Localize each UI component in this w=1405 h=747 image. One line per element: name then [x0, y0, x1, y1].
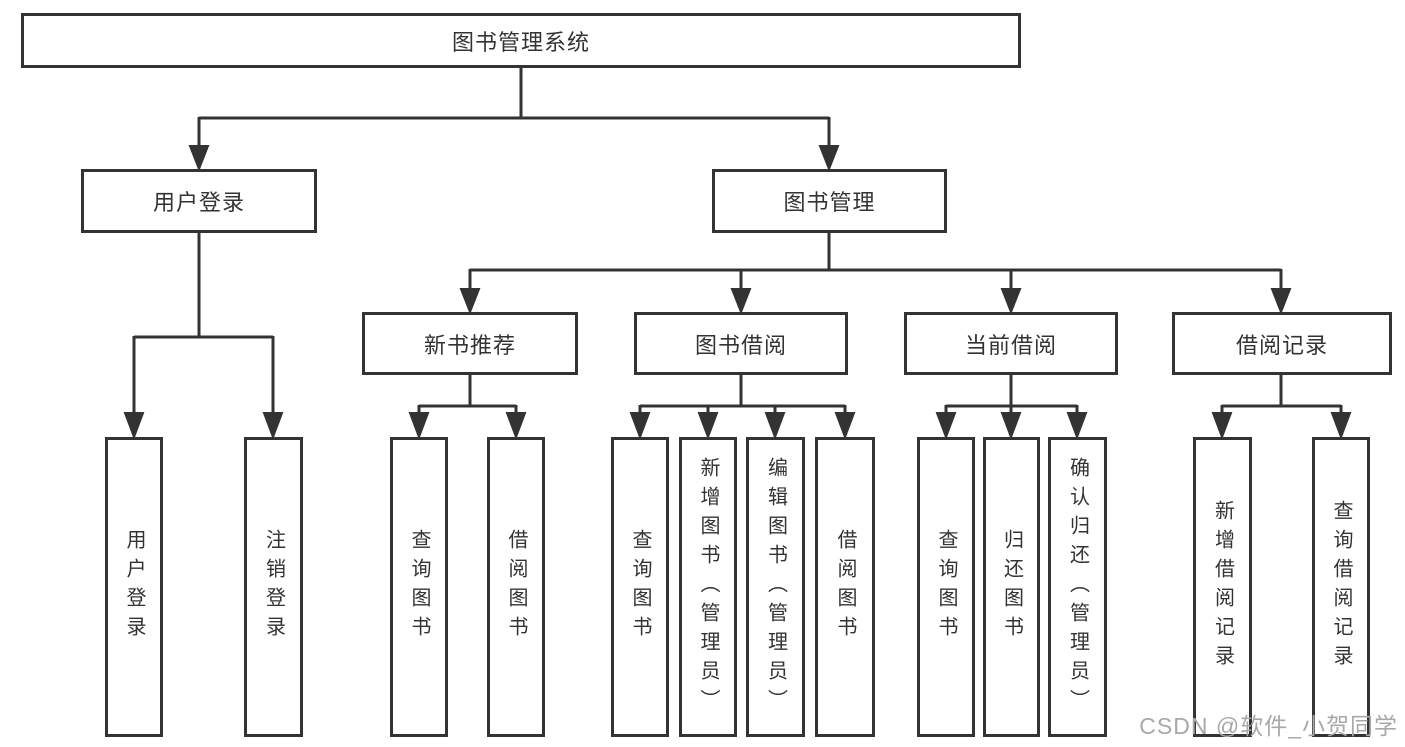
leaf-br-add-record: 新增借阅记录: [1193, 437, 1252, 737]
leaf-cb-confirm-return: 确认归还（管理员）: [1048, 437, 1107, 737]
leaf-nb-query-books-label: 查询图书: [408, 529, 430, 645]
leaf-user-login: 用户登录: [105, 437, 163, 737]
leaf-bb-query-books-label: 查询图书: [629, 529, 651, 645]
leaf-br-add-record-label: 新增借阅记录: [1211, 500, 1234, 674]
node-new-book-recommend: 新书推荐: [362, 312, 578, 375]
leaf-br-query-record: 查询借阅记录: [1312, 437, 1370, 737]
node-new-book-recommend-label: 新书推荐: [423, 332, 516, 358]
leaf-bb-add-books: 新增图书（管理员）: [679, 437, 737, 737]
leaf-cb-query-books: 查询图书: [917, 437, 975, 737]
leaf-user-login-label: 用户登录: [123, 529, 145, 645]
leaf-br-query-record-label: 查询借阅记录: [1330, 500, 1352, 674]
leaf-cb-return-books: 归还图书: [983, 437, 1040, 737]
node-book-management: 图书管理: [712, 169, 947, 233]
node-root: 图书管理系统: [21, 13, 1021, 68]
leaf-bb-add-books-label: 新增图书（管理员）: [697, 456, 719, 718]
leaf-bb-query-books: 查询图书: [611, 437, 669, 737]
leaf-cb-return-books-label: 归还图书: [1000, 529, 1023, 645]
node-user-login-label: 用户登录: [152, 190, 245, 215]
node-root-label: 图书管理系统: [451, 29, 590, 55]
arrowhead-icons: [123, 145, 1352, 440]
leaf-cb-confirm-return-label: 确认归还（管理员）: [1066, 456, 1089, 718]
leaf-logout-label: 注销登录: [262, 529, 285, 645]
leaf-nb-query-books: 查询图书: [390, 437, 448, 737]
csdn-watermark: CSDN @软件_小贺同学: [1139, 713, 1398, 739]
leaf-cb-query-books-label: 查询图书: [935, 529, 957, 645]
node-book-management-label: 图书管理: [783, 190, 876, 215]
leaf-bb-borrow-books: 借阅图书: [815, 437, 875, 737]
leaf-nb-borrow-books: 借阅图书: [487, 437, 545, 737]
leaf-bb-edit-books: 编辑图书（管理员）: [746, 437, 805, 737]
leaf-nb-borrow-books-label: 借阅图书: [505, 529, 527, 645]
leaf-bb-borrow-books-label: 借阅图书: [834, 529, 856, 645]
node-current-borrowing: 当前借阅: [904, 312, 1118, 375]
node-borrowing-records: 借阅记录: [1172, 312, 1392, 375]
node-borrowing-records-label: 借阅记录: [1235, 332, 1328, 358]
node-user-login: 用户登录: [81, 169, 317, 233]
leaf-logout: 注销登录: [244, 437, 303, 737]
node-current-borrowing-label: 当前借阅: [964, 332, 1057, 358]
node-book-borrowing: 图书借阅: [634, 312, 848, 375]
leaf-bb-edit-books-label: 编辑图书（管理员）: [764, 456, 787, 718]
node-book-borrowing-label: 图书借阅: [694, 332, 787, 358]
